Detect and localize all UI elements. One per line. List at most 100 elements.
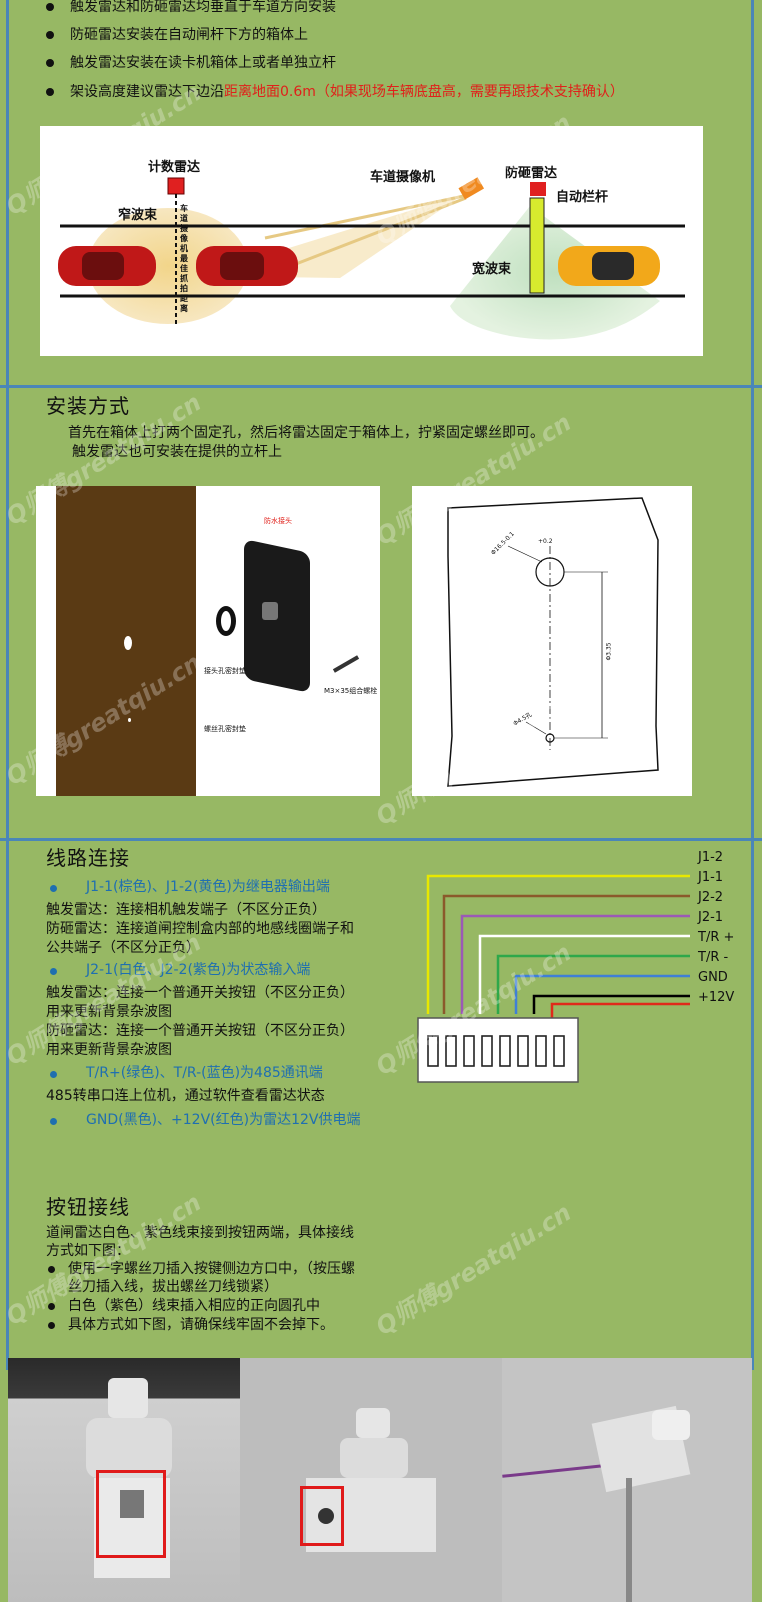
radar-layout-diagram: 计数雷达 窄波束 车道摄像机 防砸雷达 自动栏杆 宽波束 车道摄像机最佳抓拍距离 [40, 126, 703, 356]
wiring-bullet [50, 968, 57, 975]
wiring-item-title: J2-1(白色、J2-2(紫色)为状态输入端 [86, 962, 311, 978]
wire-j2-2 [460, 914, 690, 1014]
wiring-item-line: 触发雷达：连接相机触发端子（不区分正负） [46, 902, 326, 918]
wiring-item-title: J1-1(棕色)、J1-2(黄色)为继电器输出端 [86, 879, 330, 895]
wiring-item-title: T/R+(绿色)、T/R-(蓝色)为485通讯端 [86, 1065, 323, 1081]
barrier-label: 自动栏杆 [556, 190, 609, 205]
button-body [340, 1438, 408, 1478]
wiring-bullet [50, 1071, 57, 1078]
wiring-item-line: 防砸雷达：连接一个普通开关按钮（不区分正负） [46, 1023, 354, 1039]
bullet-text: 防砸雷达安装在自动闸杆下方的箱体上 [70, 27, 308, 43]
button-bullet-text: 丝刀插入线，拔出螺丝刀线锁紧） [68, 1279, 278, 1295]
section-divider [0, 838, 762, 841]
bullet-text: 架设高度建议雷达下边沿距离地面0.6m（如果现场车辆底盘高，需要再跟技术支持确认… [70, 83, 624, 101]
hole-drawing-svg [447, 497, 659, 787]
waterproof-connector [262, 602, 278, 620]
wide-beam-label: 宽波束 [472, 262, 512, 277]
narrow-beam-label: 窄波束 [118, 208, 158, 223]
count-radar-label: 计数雷达 [148, 160, 201, 175]
sealing-ring [216, 606, 236, 636]
connector-body [417, 1017, 579, 1083]
button-bullet [48, 1266, 55, 1273]
button-heading: 按钮接线 [46, 1195, 130, 1219]
bullet-text-black: 架设高度建议雷达下边沿 [70, 84, 224, 100]
wire-tr-plus [496, 954, 690, 1014]
button-bullet-text: 具体方式如下图，请确保线牢固不会掉下。 [68, 1317, 334, 1333]
waterproof-label: 防水接头 [264, 517, 292, 525]
install-photo: 防水接头 接头孔密封垫 M3×35组合螺栓 螺丝孔密封垫 [36, 486, 380, 796]
square-slot [120, 1490, 144, 1518]
wire-label: J2-2 [698, 890, 724, 905]
button-intro-line2: 方式如下图： [46, 1243, 130, 1259]
button-photo-1 [8, 1358, 240, 1602]
leader-line [507, 545, 543, 563]
wire-j1-1 [442, 894, 690, 1014]
button-bullet [48, 1322, 55, 1329]
anti-radar-box [530, 182, 546, 196]
watermark: Q师傅greatqiu.cn [370, 1198, 576, 1341]
button-bullet [48, 1303, 55, 1310]
wiring-heading: 线路连接 [46, 846, 130, 870]
wiring-item-line: 防砸雷达：连接道闸控制盒内部的地感线圈端子和 [46, 921, 354, 937]
button-cap [652, 1410, 690, 1440]
bullet-dot [46, 3, 54, 11]
wire-label: J2-1 [698, 910, 724, 925]
red-car-left [58, 246, 156, 286]
button-body [86, 1418, 172, 1478]
bolt-shape [332, 655, 360, 673]
button-photo-2 [240, 1358, 502, 1602]
camera-sightline [264, 194, 465, 240]
wiring-bullet [50, 885, 57, 892]
bullet-dot [46, 59, 54, 67]
highlight-box [300, 1486, 344, 1546]
wire-diagram: J1-2 J1-1 J2-2 J2-1 T/R + T/R - GND +12V [410, 846, 762, 1106]
wiring-item-line: 用来更新背景杂波图 [46, 1004, 172, 1020]
wire-label: T/R - [698, 950, 729, 965]
tolerance-label: +0.2 [538, 538, 553, 545]
install-text-line2: 触发雷达也可安装在提供的立杆上 [72, 444, 282, 460]
bullet-text-red: 距离地面0.6m（如果现场车辆底盘高，需要再跟技术支持确认） [224, 84, 624, 100]
gasket2-label: 螺丝孔密封垫 [204, 725, 246, 733]
wire-gnd [532, 994, 690, 1014]
wide-beam-area [450, 206, 660, 340]
wire-label: GND [698, 970, 728, 985]
wire-12v [550, 1002, 690, 1018]
count-radar-box [167, 177, 185, 195]
wire-j1-2 [426, 874, 690, 1014]
barrier-pole [529, 197, 545, 294]
red-car-middle [196, 246, 298, 286]
wiring-item-line: 用来更新背景杂波图 [46, 1042, 172, 1058]
connector-pins [427, 1035, 565, 1067]
button-photo-3 [502, 1358, 752, 1602]
button-bullet-text: 白色（紫色）线束插入相应的正向圆孔中 [68, 1298, 320, 1314]
wire-diagram-svg [417, 874, 690, 1083]
bullet-text: 触发雷达和防砸雷达均垂直于车道方向安装 [70, 0, 336, 15]
screwdriver-shaft [626, 1478, 632, 1602]
wiring-bullet [50, 1118, 57, 1125]
frame-left-border [6, 0, 9, 1370]
gasket1-label: 接头孔密封垫 [204, 667, 246, 675]
bullet-text: 触发雷达安装在读卡机箱体上或者单独立杆 [70, 55, 336, 71]
wiring-item-line: 触发雷达：连接一个普通开关按钮（不区分正负） [46, 985, 354, 1001]
mount-hole-small [128, 718, 131, 722]
install-text-line1: 首先在箱体上打两个固定孔，然后将雷达固定于箱体上，拧紧固定螺丝即可。 [68, 425, 544, 441]
camera-sightline [264, 196, 467, 278]
wiring-item-line: 485转串口连上位机，通过软件查看雷达状态 [46, 1088, 325, 1104]
round-hole [318, 1508, 334, 1524]
leader-line [525, 721, 547, 735]
wire-label: +12V [698, 990, 735, 1005]
diagram-svg [58, 177, 685, 340]
yellow-car [558, 246, 660, 286]
button-bullet-text: 使用一字螺丝刀插入按键侧边方口中，（按压螺 [68, 1261, 355, 1277]
distance-dimension: Φ3.35 [605, 642, 613, 661]
plate-outline [447, 497, 659, 787]
wire-j2-1 [478, 934, 690, 1014]
lane-camera-shape [458, 177, 485, 200]
wiring-item-title: GND(黑色)、+12V(红色)为雷达12V供电端 [86, 1112, 361, 1128]
button-cap [356, 1408, 390, 1438]
anti-radar-label: 防砸雷达 [505, 166, 558, 181]
bullet-dot [46, 88, 54, 96]
vertical-camera-distance-text: 车道摄像机最佳抓拍距离 [180, 204, 188, 313]
screw-label: M3×35组合螺栓 [324, 687, 378, 695]
